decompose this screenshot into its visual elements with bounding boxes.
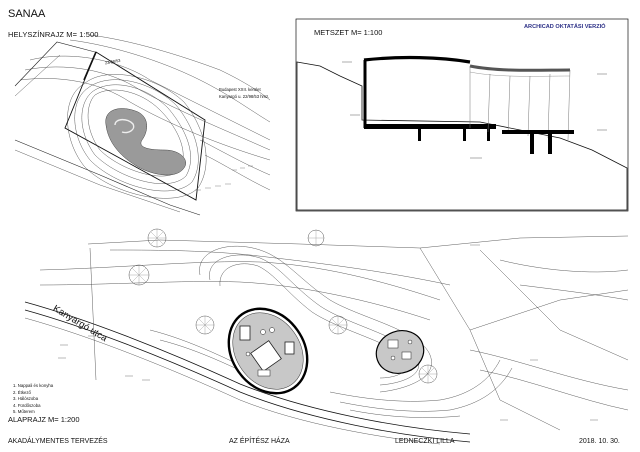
legend-item: 4. Fürdőszoba: [13, 402, 41, 408]
footer-date: 2018. 10. 30.: [579, 438, 620, 445]
section-frame: [295, 18, 629, 212]
edu-version-watermark: ARCHICAD OKTATÁSI VERZIÓ: [524, 24, 606, 30]
street-edge-bottom: [24, 309, 471, 443]
project-title: SANAA: [8, 8, 46, 20]
legend-item: 3. Hálószoba: [13, 396, 39, 402]
site-plan-label: HELYSZÍNRAJZ M= 1:500: [8, 30, 99, 39]
street-edge-top: [24, 301, 471, 435]
footer-author: LEDNECZKI LILLA: [395, 438, 455, 445]
site-street-edge: [14, 41, 96, 87]
section-label: METSZET M= 1:100: [314, 28, 383, 37]
site-building-footprint: [105, 108, 186, 176]
site-plot-boundary: [64, 51, 206, 201]
floor-plan-label: ALAPRAJZ M= 1:200: [8, 415, 80, 424]
section-terrain: [296, 61, 628, 211]
legend-item: 2. Étkező: [13, 389, 31, 395]
room-legend: 1. Nappali és konyha 2. Étkező 3. Hálósz…: [13, 383, 53, 416]
site-note-parcel: Kanyargó u. 22/98/53 hrsz.: [219, 94, 270, 99]
section-drawing: [295, 18, 629, 212]
section-roof: [363, 55, 471, 64]
site-plan: [14, 34, 271, 216]
legend-item: 5. Műterem: [13, 409, 35, 415]
legend-item: 1. Nappali és konyha: [13, 383, 54, 388]
section-floor-slab: [364, 124, 496, 129]
pavilion-oval: [375, 330, 425, 374]
footer-project: AZ ÉPÍTÉSZ HÁZA: [229, 438, 290, 445]
floor-plan: [24, 228, 629, 445]
site-note-district: Budapest XXII. kerület: [219, 87, 261, 92]
footer-course: AKADÁLYMENTES TERVEZÉS: [8, 438, 108, 445]
